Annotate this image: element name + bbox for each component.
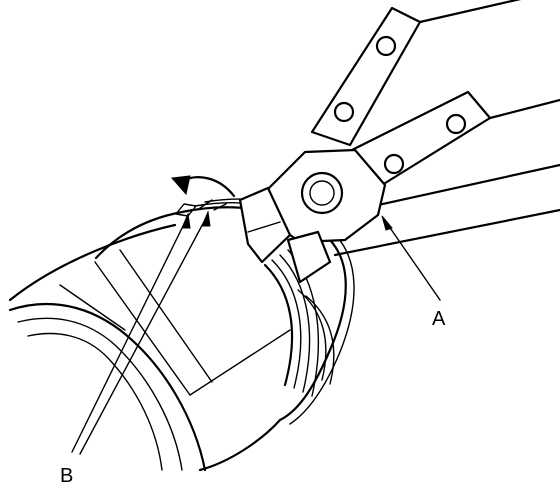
pivot-bolt <box>300 171 344 215</box>
handle-hole <box>445 113 467 135</box>
handle-hole <box>375 35 397 57</box>
handle-hole <box>383 153 405 175</box>
callout-b-leader <box>71 219 187 453</box>
callout-label-b: B <box>60 465 73 487</box>
piston <box>8 210 291 472</box>
callout-label-a: A <box>432 308 446 330</box>
callout-b-leader <box>79 217 207 455</box>
callout-a-leader <box>385 221 441 301</box>
curved-arrow-icon <box>170 175 236 198</box>
leader-lines <box>71 210 441 455</box>
ring-expander-tool <box>238 0 560 284</box>
handle-hole <box>333 101 355 123</box>
